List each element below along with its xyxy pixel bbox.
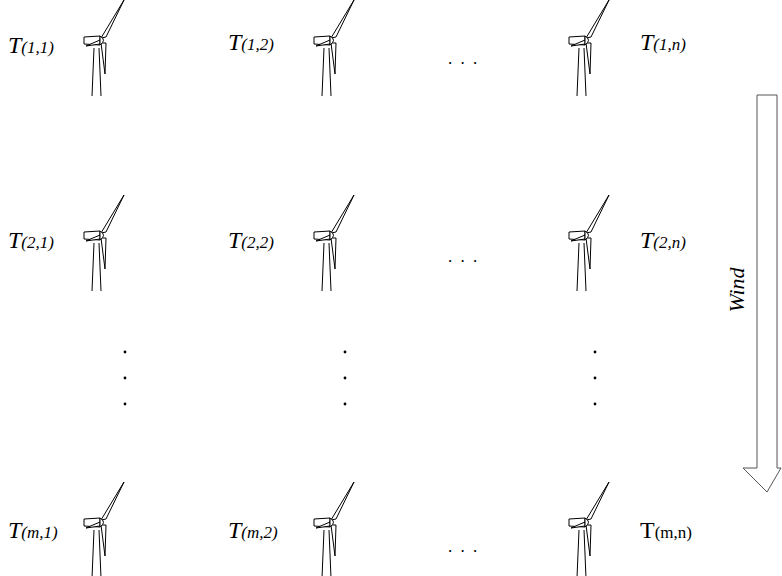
ellipsis: . . . <box>448 538 479 555</box>
wind-turbine <box>569 195 609 291</box>
turbine-label: T(1,2) <box>228 30 274 54</box>
turbine-label: T(2,1) <box>8 228 54 252</box>
turbine-label: T(m,2) <box>228 518 278 542</box>
turbine-label: T(1,1) <box>8 33 54 57</box>
wind-turbine <box>84 482 124 576</box>
ellipsis: . . . <box>448 248 479 265</box>
turbine-group <box>84 0 609 576</box>
wind-turbine <box>314 0 354 96</box>
wind-turbine <box>84 195 124 291</box>
turbine-label: T(2,2) <box>228 228 274 252</box>
wind-turbine <box>569 482 609 576</box>
turbine-label: T(m,1) <box>8 518 58 542</box>
turbine-label: T(2,n) <box>640 228 686 252</box>
wind-turbine <box>314 195 354 291</box>
wind-turbine <box>84 0 124 96</box>
wind-turbine <box>314 482 354 576</box>
turbine-label: T(1,n) <box>640 30 686 54</box>
ellipsis: . . . <box>448 50 479 67</box>
wind-turbine <box>569 0 609 96</box>
wind-label: Wind <box>726 267 748 312</box>
vertical-ellipsis <box>124 351 597 406</box>
turbine-label: T(m,n) <box>640 518 692 542</box>
